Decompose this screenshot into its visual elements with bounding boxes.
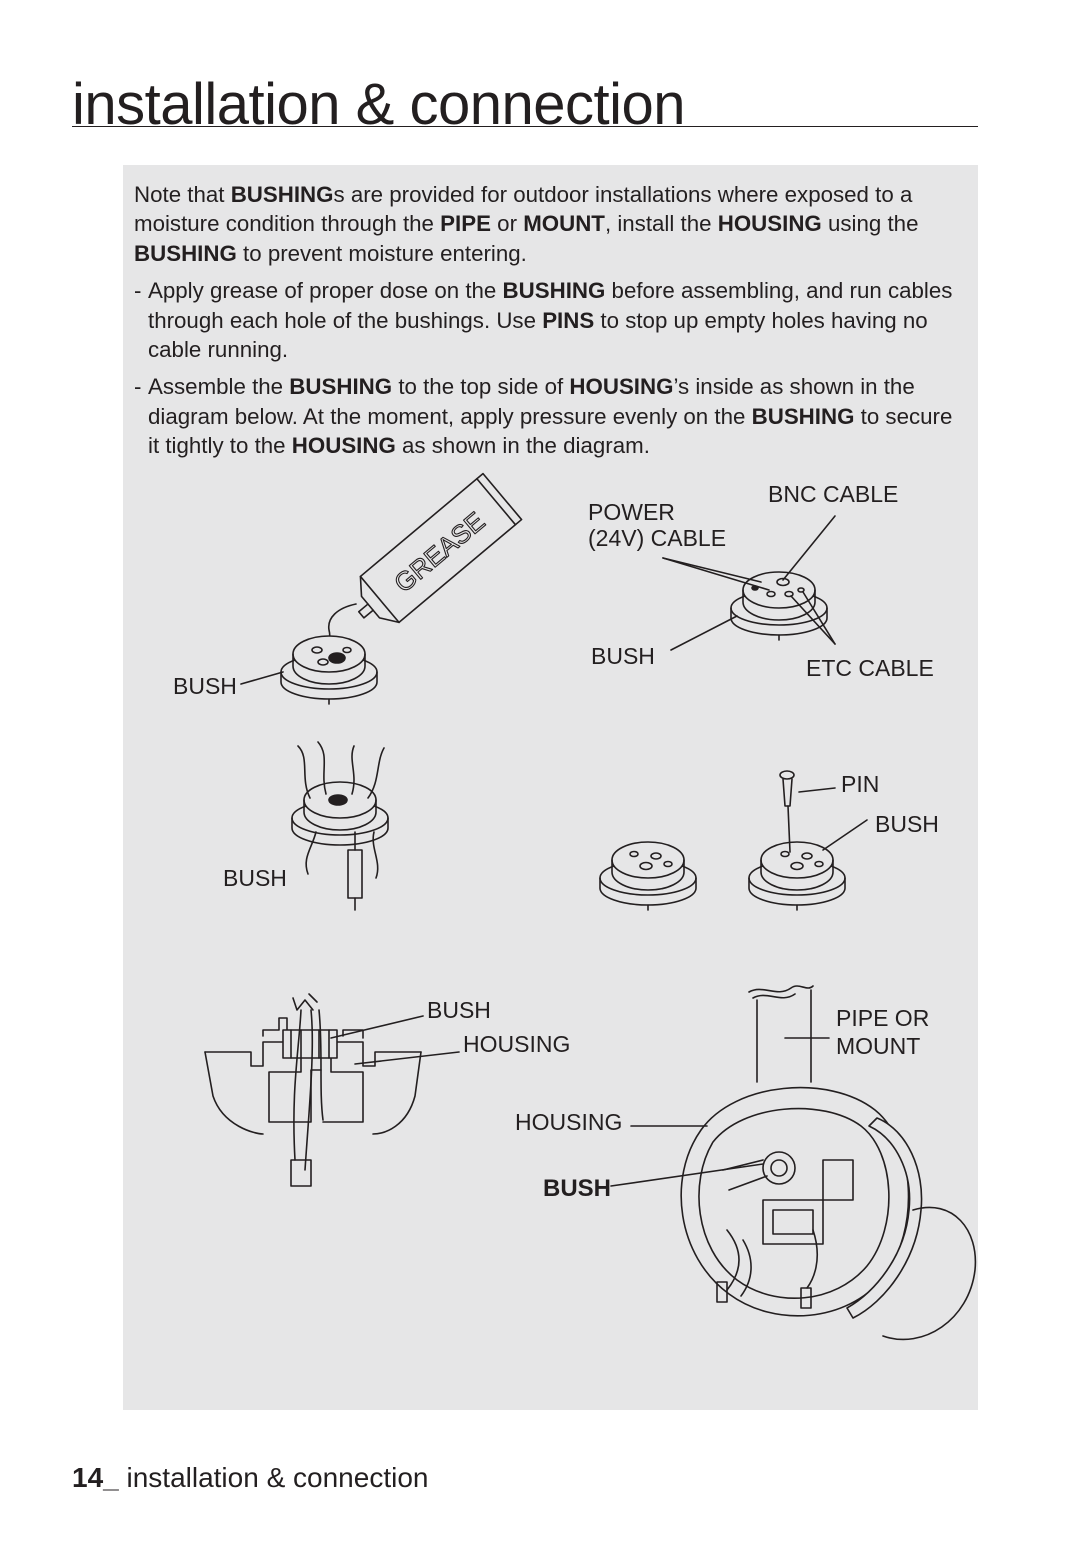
bush-illustration-pinned (748, 841, 846, 911)
footer-section-title: installation & connection (118, 1462, 429, 1493)
bush-illustration-grease (280, 635, 378, 705)
housing-label: HOUSING (515, 1109, 622, 1135)
grease-tube-illustration: GREASE (322, 472, 523, 647)
bush-label: BUSH (591, 643, 655, 669)
bush-label: BUSH (427, 997, 491, 1023)
pipe-or-mount-label: PIPE OR MOUNT (836, 1005, 936, 1059)
page-number: 14_ (72, 1462, 119, 1493)
installation-diagram: GREASE BUSH POWER (24V) CABLE BNC CABLE … (173, 472, 977, 1341)
pin-illustration (779, 770, 795, 853)
note-intro: Note that BUSHINGs are provided for outd… (134, 182, 919, 266)
bnc-cable-label: BNC CABLE (768, 481, 898, 507)
power-cable-label: POWER (24V) CABLE (588, 499, 726, 551)
housing-label: HOUSING (463, 1031, 570, 1057)
note-item-grease: - Apply grease of proper dose on the BUS… (134, 276, 964, 364)
pin-label: PIN (841, 771, 879, 797)
bush-label: BUSH (173, 673, 237, 699)
note-item-text: Apply grease of proper dose on the BUSHI… (148, 278, 953, 363)
bush-illustration-plain (599, 841, 697, 911)
bush-label: BUSH (875, 811, 939, 837)
page-footer: 14_ installation & connection (72, 1462, 428, 1494)
etc-cable-label: ETC CABLE (806, 655, 934, 681)
bush-label: BUSH (223, 865, 287, 891)
title-rule (72, 126, 978, 127)
housing-section-illustration (204, 993, 422, 1187)
bush-illustration-threaded (291, 741, 389, 911)
note-item-text: Assemble the BUSHING to the top side of … (148, 374, 953, 459)
page-title: installation & connection (72, 72, 686, 137)
bush-label: BUSH (543, 1175, 611, 1202)
note-text: Note that BUSHINGs are provided for outd… (134, 180, 964, 469)
dome-camera-illustration (680, 985, 977, 1341)
note-item-assemble: - Assemble the BUSHING to the top side o… (134, 372, 964, 460)
